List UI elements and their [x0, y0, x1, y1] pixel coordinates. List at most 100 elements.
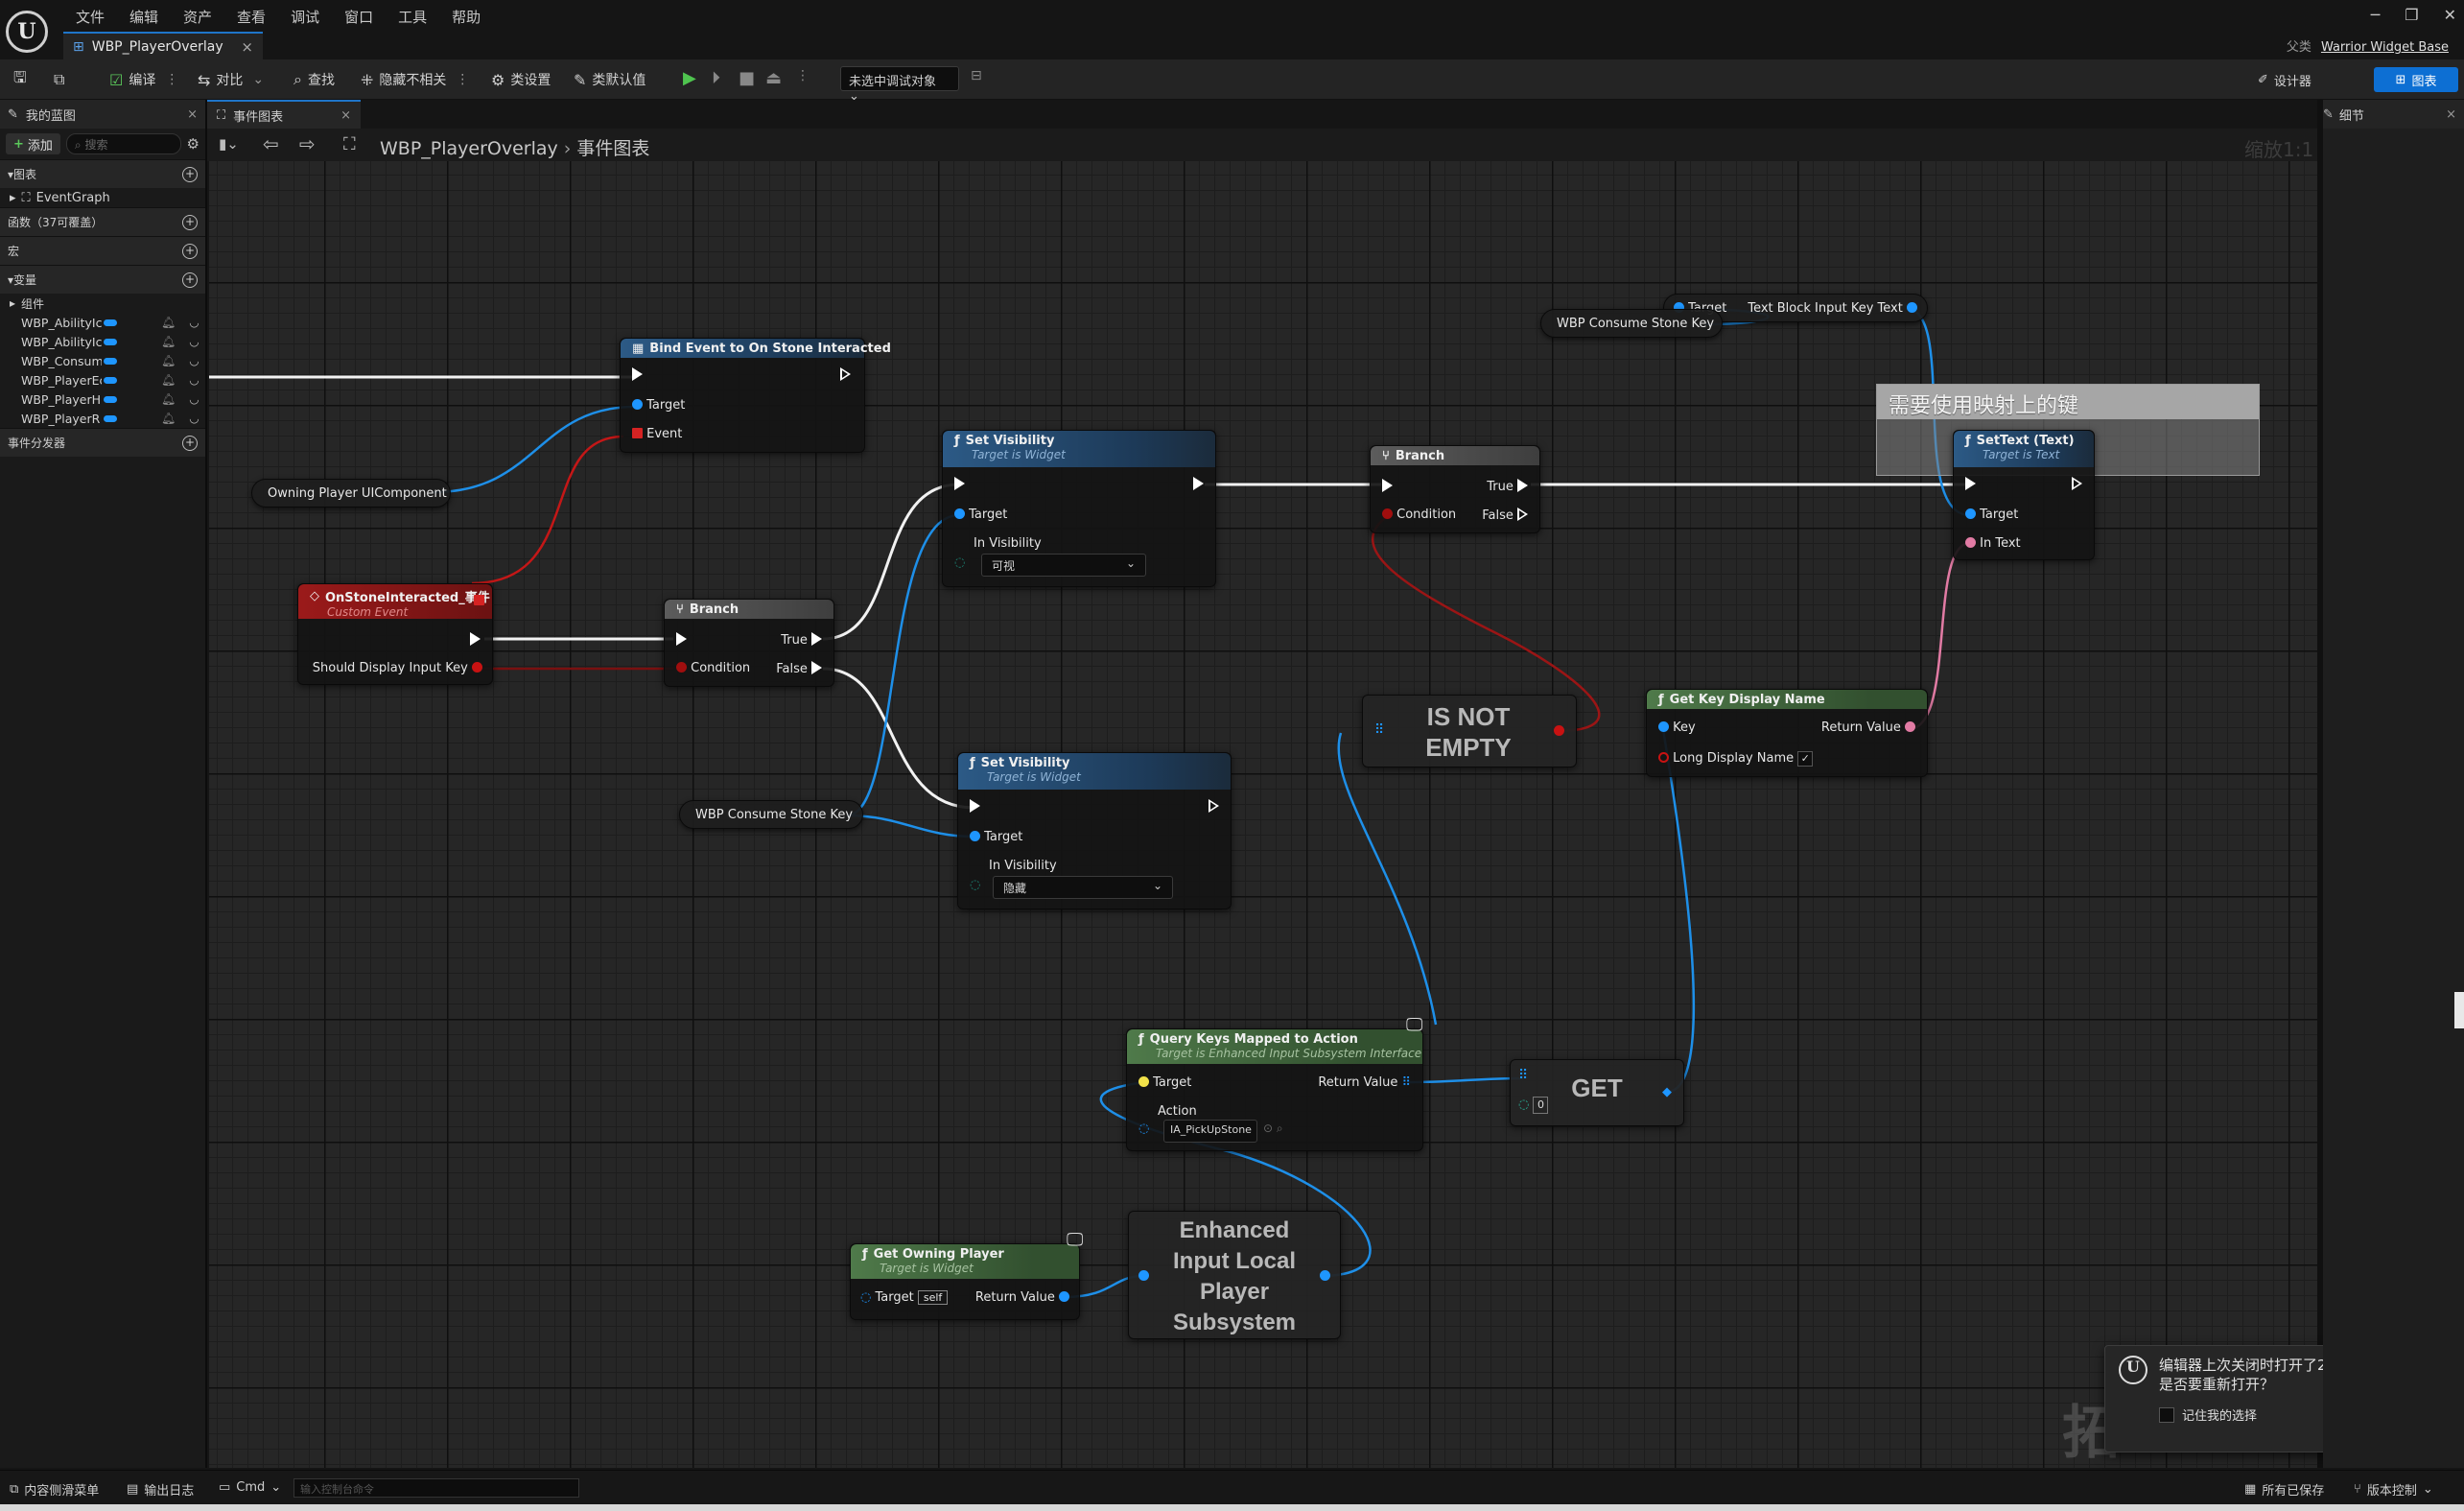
eye-icon[interactable]: ◡ — [189, 392, 199, 406]
target-pin[interactable]: Target — [1965, 508, 2018, 522]
false-pin[interactable]: False — [1482, 508, 1528, 523]
play-options-icon[interactable]: ⋮ — [796, 68, 810, 83]
delegate-pin[interactable] — [474, 594, 484, 608]
menu-tools[interactable]: 工具 — [398, 9, 428, 26]
section-functions[interactable]: 函数（37可覆盖）+ — [0, 207, 205, 236]
asset-browse-icon[interactable]: ⊙ ⌕ — [1263, 1121, 1283, 1135]
variable-row[interactable]: WBP_PlayerH🔔︎◡ — [0, 390, 205, 409]
eye-icon[interactable]: ◡ — [189, 316, 199, 329]
console-command-input[interactable]: 输入控制台命令 — [293, 1478, 579, 1498]
designer-mode-button[interactable]: ✐设计器 — [2258, 68, 2327, 91]
exec-out-pin[interactable] — [1209, 799, 1219, 815]
subsystem-out-pin[interactable] — [1320, 1269, 1330, 1284]
panel-splitter[interactable] — [2317, 100, 2323, 1468]
components-category[interactable]: ▸组件 — [0, 294, 205, 313]
bell-icon[interactable]: 🔔︎ — [161, 373, 176, 387]
gear-icon[interactable]: ⚙ — [186, 135, 199, 153]
key-pin[interactable]: Key — [1658, 720, 1696, 735]
node-wbp-consume-stone-key-2[interactable]: WBP Consume Stone Key — [1540, 309, 1723, 338]
node-array-get[interactable]: ⠿ GET ◌ 0 ◆ — [1510, 1059, 1684, 1126]
diff-button[interactable]: ⇆对比⌄ — [198, 68, 264, 91]
should-display-input-key-pin[interactable]: Should Display Input Key — [313, 661, 482, 675]
menu-debug[interactable]: 调试 — [291, 9, 320, 26]
minimize-icon[interactable]: ─ — [2370, 6, 2381, 24]
section-event-dispatchers[interactable]: 事件分发器+ — [0, 428, 205, 457]
exec-out-pin[interactable] — [1193, 477, 1204, 492]
self-default-value[interactable]: self — [917, 1290, 949, 1305]
close-tab-icon[interactable]: × — [187, 106, 198, 122]
hide-unrelated-button[interactable]: ⁜隐藏不相关⋮ — [361, 68, 469, 91]
class-settings-button[interactable]: ⚙类设置 — [491, 68, 551, 91]
text-block-out-pin[interactable]: Text Block Input Key Text — [1748, 301, 1917, 316]
node-custom-event[interactable]: ◇OnStoneInteracted_事件 Custom Event Shoul… — [297, 583, 493, 685]
add-function-icon[interactable]: + — [182, 214, 198, 230]
false-pin[interactable]: False — [776, 661, 822, 676]
document-tab[interactable]: ⊞ WBP_PlayerOverlay × — [63, 32, 263, 59]
bell-icon[interactable]: 🔔︎ — [161, 316, 176, 329]
bool-out-pin[interactable] — [1554, 724, 1564, 739]
cmd-selector[interactable]: ▭Cmd⌄ — [219, 1480, 281, 1495]
breadcrumb-blueprint[interactable]: WBP_PlayerOverlay — [380, 138, 558, 159]
event-graph-tab[interactable]: ⛶ 事件图表 × — [207, 100, 361, 129]
search-input[interactable]: ⌕ 搜索 — [65, 133, 181, 154]
restore-icon[interactable]: ❐ — [2405, 6, 2419, 24]
compile-button[interactable]: ☑编译⋮ — [109, 68, 178, 91]
add-graph-icon[interactable]: + — [182, 166, 198, 182]
exec-out-pin[interactable] — [470, 632, 481, 648]
section-macros[interactable]: 宏+ — [0, 236, 205, 265]
stop-icon[interactable]: ■ — [739, 68, 756, 88]
target-pin[interactable]: Target — [954, 508, 1007, 522]
class-defaults-button[interactable]: ✎类默认值 — [574, 68, 645, 91]
menu-view[interactable]: 查看 — [237, 9, 267, 26]
menu-window[interactable]: 窗口 — [344, 9, 374, 26]
node-is-not-empty[interactable]: ⠿ IS NOT EMPTY — [1362, 695, 1577, 767]
section-graphs[interactable]: ▾ 图表+ — [0, 159, 205, 188]
return-value-pin[interactable]: Return Value — [1821, 720, 1915, 735]
graph-mode-button[interactable]: ⊞图表 — [2374, 67, 2458, 92]
exec-in-pin[interactable] — [954, 477, 965, 492]
exec-in-pin[interactable] — [970, 799, 980, 815]
target-pin[interactable]: Target — [1138, 1075, 1191, 1090]
close-tab-icon[interactable]: × — [241, 37, 253, 56]
bell-icon[interactable]: 🔔︎ — [161, 412, 176, 425]
menu-edit[interactable]: 编辑 — [129, 9, 159, 26]
add-variable-icon[interactable]: + — [182, 272, 198, 288]
eye-icon[interactable]: ◡ — [189, 412, 199, 425]
exec-out-pin[interactable] — [2072, 477, 2082, 492]
checkbox-unchecked[interactable] — [2159, 1406, 2174, 1423]
add-macro-icon[interactable]: + — [182, 243, 198, 259]
back-arrow-icon[interactable]: ⇦ — [263, 132, 279, 155]
target-pin[interactable]: Target — [632, 398, 685, 413]
variable-row[interactable]: WBP_AbilityIc🔔︎◡ — [0, 332, 205, 351]
player-in-pin[interactable] — [1138, 1269, 1149, 1284]
exec-in-pin[interactable] — [676, 632, 687, 648]
index-value-input[interactable]: 0 — [1533, 1097, 1549, 1114]
exec-out-pin[interactable] — [840, 367, 851, 383]
close-tab-icon[interactable]: × — [2446, 106, 2456, 122]
exec-in-pin[interactable] — [1382, 479, 1393, 494]
node-text-block-input-key-text[interactable]: Target Text Block Input Key Text — [1663, 294, 1928, 322]
node-wbp-consume-stone-key[interactable]: WBP Consume Stone Key — [679, 800, 863, 829]
hide-options-icon[interactable]: ⋮ — [456, 72, 470, 87]
exec-in-pin[interactable] — [1965, 477, 1976, 492]
find-button[interactable]: ⌕查找 — [293, 68, 335, 91]
debug-target-select[interactable]: 未选中调试对象 ⌄ — [840, 66, 959, 104]
visibility-dropdown[interactable]: 可视⌄ — [981, 554, 1146, 577]
close-tab-icon[interactable]: × — [340, 107, 351, 123]
variable-row[interactable]: WBP_PlayerR🔔︎◡ — [0, 409, 205, 428]
eye-icon[interactable]: ◡ — [189, 335, 199, 348]
target-pin[interactable]: ◌ Target self — [860, 1290, 949, 1305]
bell-icon[interactable]: 🔔︎ — [161, 392, 176, 406]
my-blueprint-tab[interactable]: ✎ 我的蓝图 × — [0, 100, 205, 129]
in-text-pin[interactable]: In Text — [1965, 536, 2021, 551]
output-log-button[interactable]: ▤输出日志 — [127, 1480, 194, 1499]
long-display-name-pin[interactable]: Long Display Name ✓ — [1658, 751, 1814, 767]
menu-help[interactable]: 帮助 — [452, 9, 481, 26]
source-control-button[interactable]: ⑂版本控制⌄ — [2354, 1480, 2433, 1499]
bell-icon[interactable]: 🔔︎ — [161, 335, 176, 348]
variable-row[interactable]: WBP_AbilityIc🔔︎◡ — [0, 313, 205, 332]
